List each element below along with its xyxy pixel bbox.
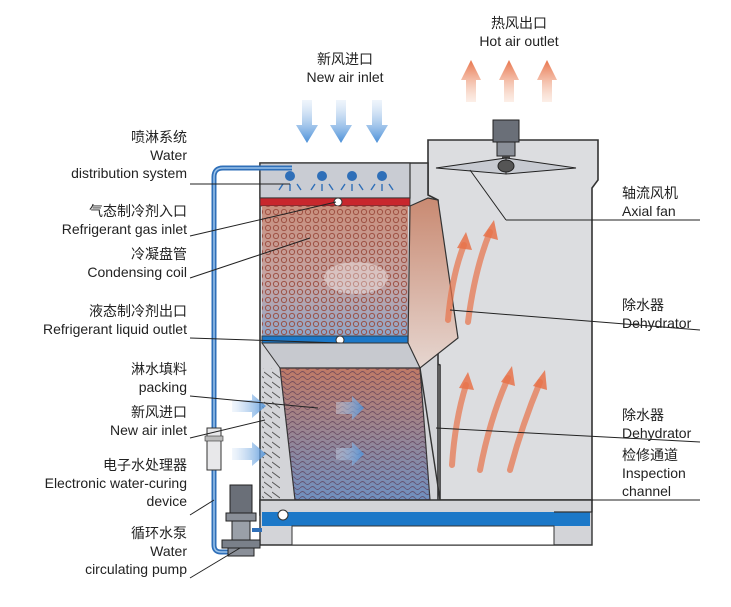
condensing-coil-tubes (262, 206, 408, 336)
hot-air-outlet-zh: 热风出口 (491, 15, 547, 31)
dehydrator-1-label: 除水器 Dehydrator (622, 296, 691, 332)
dehydrator-2-zh: 除水器 (622, 407, 664, 423)
electronic-water-curing-en1: Electronic water-curing (44, 475, 187, 491)
hot-air-outlet-label: 热风出口 Hot air outlet (464, 14, 574, 50)
refrigerant-liquid-outlet-label: 液态制冷剂出口 Refrigerant liquid outlet (0, 302, 187, 338)
water-curing-band (204, 435, 224, 442)
dehydrator-1-zh: 除水器 (622, 297, 664, 313)
dehydrator-lower (419, 367, 441, 501)
water-circulating-pump (221, 484, 262, 557)
new-air-inlet-top-zh: 新风进口 (317, 51, 373, 67)
water-pump-zh: 循环水泵 (131, 525, 187, 541)
electronic-water-curing-en2: device (146, 493, 187, 509)
new-air-inlet-top-label: 新风进口 New air inlet (295, 50, 395, 86)
new-air-inlet-side-label: 新风进口 New air inlet (0, 403, 187, 439)
water-distribution-pipe-inner (213, 167, 292, 553)
axial-fan-en: Axial fan (622, 203, 676, 219)
axial-fan (435, 119, 577, 175)
internal-hot-air-arrowheads (457, 220, 547, 390)
water-pump-en2: circulating pump (85, 561, 187, 577)
inspection-channel-label: 检修通道 Inspection channel (622, 446, 686, 500)
refrigerant-gas-inlet-label: 气态制冷剂入口 Refrigerant gas inlet (0, 202, 187, 238)
hot-air-outlet-en: Hot air outlet (479, 33, 559, 49)
condensing-coil-label: 冷凝盘管 Condensing coil (0, 245, 187, 281)
refrigerant-liquid-header (261, 335, 409, 344)
new-air-inlet-side-en: New air inlet (109, 422, 187, 438)
hot-air-outlet-arrows (461, 60, 557, 102)
inspection-channel-en1: Inspection (622, 465, 686, 481)
leader-lines (189, 169, 701, 579)
axial-fan-label: 轴流风机 Axial fan (622, 184, 678, 220)
transition-funnel (261, 342, 421, 369)
spray-nozzles (278, 171, 394, 191)
water-distribution-en2: distribution system (71, 165, 187, 181)
refrigerant-gas-inlet-en: Refrigerant gas inlet (61, 221, 187, 237)
refrigerant-gas-inlet-zh: 气态制冷剂入口 (89, 203, 187, 219)
electronic-water-curing-label: 电子水处理器 Electronic water-curing device (0, 456, 187, 510)
side-inlet-louvers (262, 368, 280, 500)
dehydrator-2-en: Dehydrator (622, 425, 692, 441)
packing-zh: 淋水填料 (131, 361, 187, 377)
dehydrator-1-en: Dehydrator (622, 315, 692, 331)
dehydrator-2-label: 除水器 Dehydrator (622, 406, 691, 442)
packing-label: 淋水填料 packing (0, 360, 187, 396)
inspection-channel-zh: 检修通道 (622, 447, 678, 463)
electronic-water-curing-zh: 电子水处理器 (103, 457, 187, 473)
new-air-inlet-top-en: New air inlet (306, 69, 384, 85)
new-air-inlet-side-zh: 新风进口 (131, 404, 187, 420)
water-distribution-label: 喷淋系统 Water distribution system (0, 128, 187, 182)
axial-fan-zh: 轴流风机 (622, 185, 678, 201)
side-cold-air-arrows (232, 394, 364, 466)
basin-water (262, 512, 590, 526)
inspection-channel-floor (291, 525, 555, 546)
water-pump-en1: Water (150, 543, 187, 559)
packing-hatch (280, 368, 430, 500)
new-air-inlet-top-arrows (296, 100, 388, 143)
condensing-coil-zh: 冷凝盘管 (131, 246, 187, 262)
packing-en: packing (138, 379, 187, 395)
condensing-coil-en: Condensing coil (87, 264, 187, 280)
float-valve (277, 509, 289, 521)
inspection-channel-en2: channel (622, 483, 672, 499)
water-distribution-zh: 喷淋系统 (131, 129, 187, 145)
coil-airflow-glow (324, 262, 388, 294)
water-distribution-en1: Water (150, 147, 187, 163)
water-pump-label: 循环水泵 Water circulating pump (0, 524, 187, 578)
electronic-water-curing-device (206, 427, 222, 471)
refrigerant-liquid-outlet-en: Refrigerant liquid outlet (43, 321, 187, 337)
refrigerant-liquid-outlet-zh: 液态制冷剂出口 (89, 303, 187, 319)
